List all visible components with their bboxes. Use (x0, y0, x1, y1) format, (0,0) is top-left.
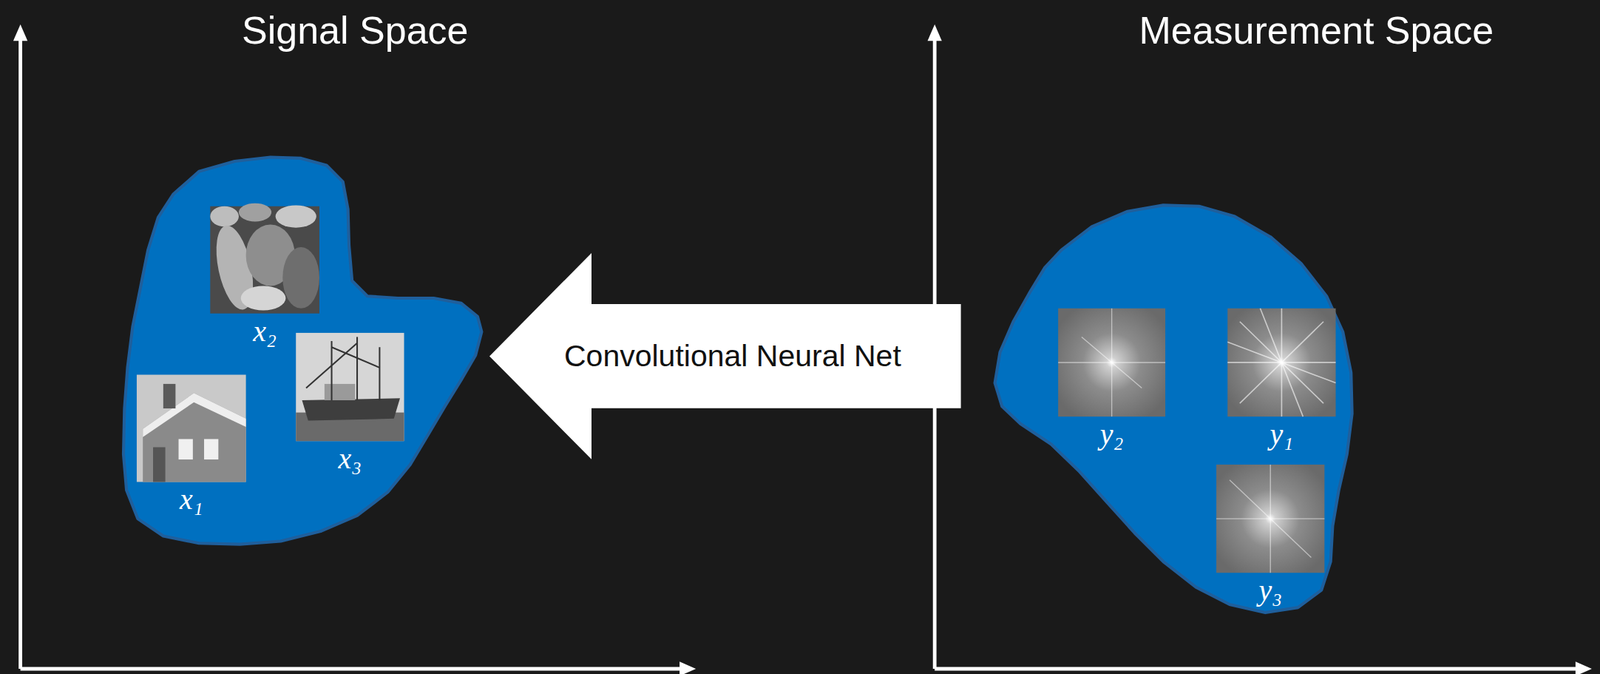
image-detail (306, 336, 380, 400)
image-tile: x₂ (209, 206, 320, 314)
image-tile: x₃ (295, 332, 404, 441)
measurement-region (995, 204, 1353, 613)
arrow-shape: Convolutional Neural Net (489, 252, 962, 460)
image-detail (1058, 308, 1166, 417)
image-label: y₂ (1100, 419, 1124, 449)
space-title: Signal Space (241, 9, 469, 52)
image-frame (1227, 308, 1336, 417)
axis-arrowhead (13, 24, 28, 41)
image-detail (324, 383, 355, 400)
axis-line (934, 666, 1580, 671)
image-detail (209, 206, 239, 227)
image-detail (142, 392, 246, 482)
axis-arrowhead (1575, 660, 1592, 674)
axis-arrowhead (927, 24, 942, 41)
image-label: y₃ (1258, 575, 1283, 605)
image-label: x₁ (179, 484, 204, 514)
signal-region (123, 157, 482, 545)
image-tile: y₁ (1227, 308, 1336, 417)
image-detail (178, 438, 193, 460)
peppers-image (209, 203, 320, 314)
boats-image (295, 332, 404, 441)
axis-line (18, 36, 23, 669)
space-title: Measurement Space (1138, 9, 1494, 52)
image-label: x₃ (338, 443, 363, 474)
image-detail (153, 446, 166, 482)
image-frame (1058, 308, 1166, 417)
spectrum-image (1227, 308, 1336, 417)
image-label: x₂ (252, 316, 277, 347)
image-detail (238, 203, 272, 222)
image-tile: y₃ (1216, 464, 1325, 573)
image-tile: y₂ (1058, 308, 1166, 417)
image-detail (142, 392, 246, 437)
image-detail (163, 383, 176, 409)
image-detail (1216, 464, 1325, 573)
image-detail (1227, 308, 1336, 417)
spectrum-image (1216, 464, 1325, 573)
image-frame (1216, 464, 1325, 573)
image-tile: x₁ (136, 374, 247, 482)
arrow-body (489, 252, 962, 460)
axis-arrowhead (679, 660, 696, 674)
axis-heads (13, 24, 1592, 674)
image-detail (302, 397, 400, 420)
image-frame (295, 332, 404, 441)
arrow-label: Convolutional Neural Net (564, 339, 902, 373)
axis-line (20, 666, 684, 671)
spectrum-image (1058, 308, 1166, 417)
image-detail (282, 246, 320, 309)
image-detail (275, 204, 317, 227)
image-detail (241, 285, 287, 310)
image-frame (136, 374, 247, 482)
axes (20, 36, 1581, 669)
image-label: y₁ (1270, 419, 1294, 449)
house-image (136, 374, 247, 482)
image-detail (204, 438, 219, 460)
